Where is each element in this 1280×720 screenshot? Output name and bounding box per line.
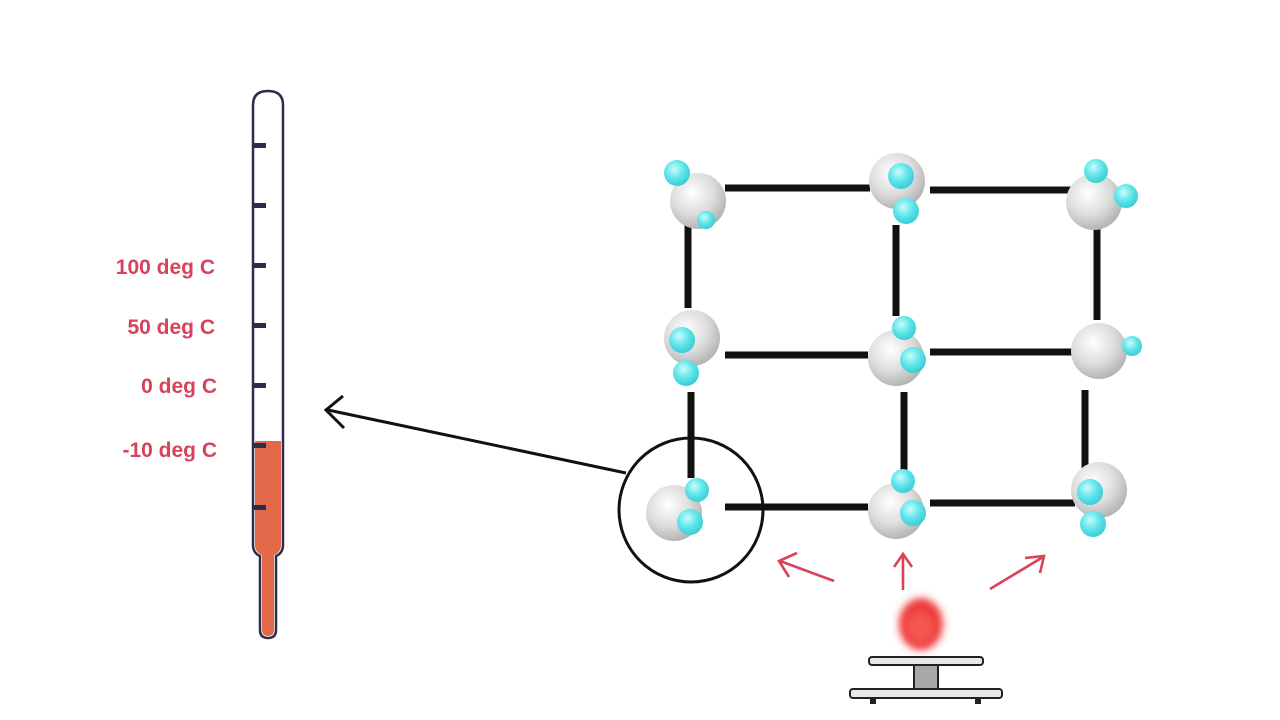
- heat-arrow-up: [892, 551, 914, 590]
- water-molecule-circled: [646, 478, 709, 541]
- temp-label-100: 100 deg C: [116, 256, 215, 279]
- thermometer-tick: [254, 383, 266, 388]
- thermometer-tick: [254, 143, 266, 148]
- temp-label-50: 50 deg C: [127, 316, 215, 339]
- heat-arrow-left: [777, 551, 835, 583]
- water-molecule: [1071, 323, 1142, 379]
- water-molecule: [1066, 159, 1138, 230]
- thermometer-tick: [254, 505, 266, 510]
- thermometer: 100 deg C 50 deg C 0 deg C -10 deg C: [116, 89, 285, 640]
- burner-foot: [975, 698, 981, 704]
- water-molecule: [869, 153, 925, 224]
- thermometer-tick: [254, 203, 266, 208]
- temp-label-minus-10: -10 deg C: [122, 439, 217, 462]
- heat-arrows: [777, 551, 1046, 591]
- burner-top-plate: [868, 656, 984, 666]
- water-molecule: [868, 469, 926, 539]
- burner-foot: [870, 698, 876, 704]
- thermometer-tick: [254, 263, 266, 268]
- highlight-circle: [617, 436, 765, 584]
- water-molecule: [868, 316, 926, 386]
- burner: [849, 598, 1003, 704]
- thermometer-tick: [254, 323, 266, 328]
- burner-base: [849, 688, 1003, 699]
- temp-label-0: 0 deg C: [141, 375, 217, 398]
- water-molecule: [664, 310, 720, 386]
- water-molecule: [1071, 462, 1127, 537]
- heat-arrow-right: [989, 554, 1046, 591]
- burner-stem: [913, 664, 939, 691]
- water-molecule: [664, 160, 726, 229]
- pointer-arrow: [323, 394, 627, 475]
- hydrogen-bonds: [684, 184, 1101, 511]
- thermometer-liquid: [255, 441, 281, 636]
- water-molecules: [646, 153, 1142, 541]
- thermometer-tick: [254, 443, 266, 448]
